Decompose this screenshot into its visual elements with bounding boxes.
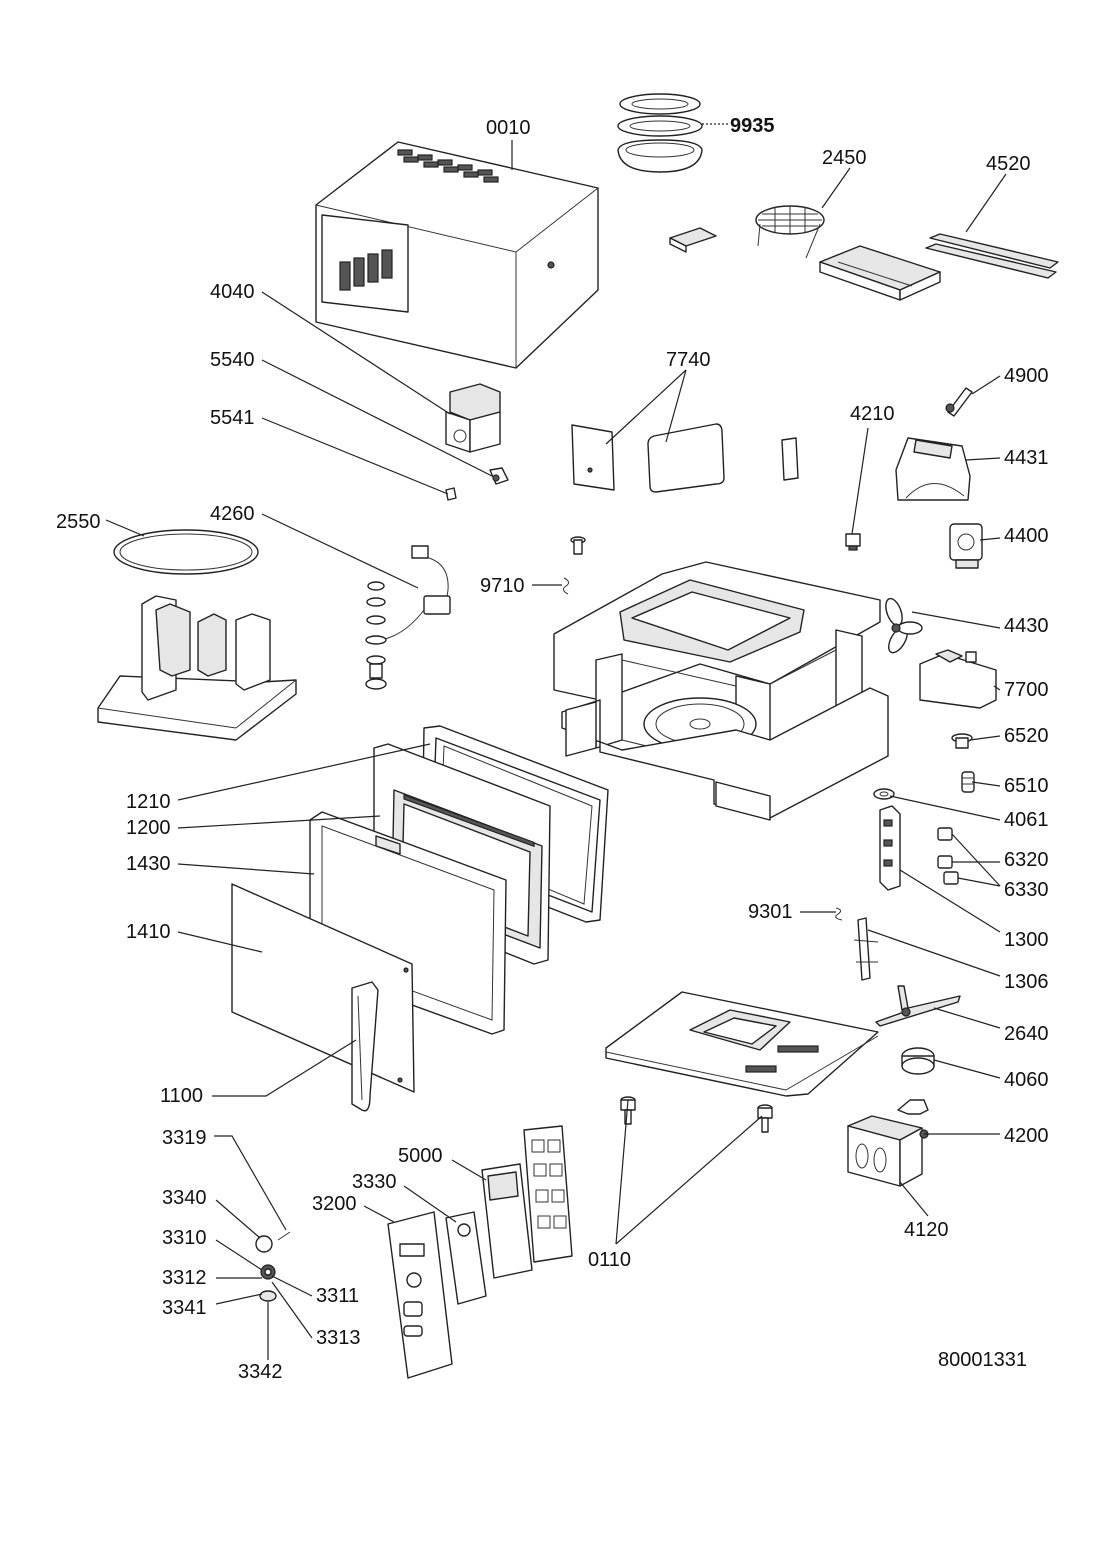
callout-6320: 6320 <box>1004 849 1049 871</box>
part-4430-cavity-chassis <box>553 561 923 821</box>
part-4060-motor <box>901 1047 935 1075</box>
callout-1306: 1306 <box>1004 971 1049 993</box>
part-7700-component <box>919 649 997 709</box>
callout-6330: 6330 <box>1004 879 1049 901</box>
part-4260-wiring <box>365 545 451 690</box>
callout-3341: 3341 <box>162 1297 207 1319</box>
part-4431-fan-duct <box>895 437 971 501</box>
part-3310-gear <box>260 1264 276 1280</box>
callout-5540: 5540 <box>210 349 255 371</box>
part-9935-trays <box>617 93 703 173</box>
callout-3310: 3310 <box>162 1227 207 1249</box>
part-2550-roller-ring <box>113 529 259 575</box>
callout-3311: 3311 <box>316 1285 359 1307</box>
callout-0010: 0010 <box>486 117 531 139</box>
callout-5000: 5000 <box>398 1145 443 1167</box>
callout-3312: 3312 <box>162 1267 207 1289</box>
part-3340-knob <box>255 1235 273 1253</box>
callout-6510: 6510 <box>1004 775 1049 797</box>
part-2450-grill-rack <box>755 205 825 259</box>
part-4210-switch <box>845 533 861 551</box>
callout-1100: 1100 <box>160 1085 203 1107</box>
callout-2640: 2640 <box>1004 1023 1049 1045</box>
callout-9710: 9710 <box>480 575 525 597</box>
part-small-plate <box>781 437 799 481</box>
callout-4120: 4120 <box>904 1219 949 1241</box>
part-9301-spring <box>835 907 843 921</box>
part-small-bracket <box>669 227 717 253</box>
callout-4061: 4061 <box>1004 809 1049 831</box>
part-base-bracket <box>97 595 297 741</box>
callout-1200: 1200 <box>126 817 171 839</box>
callout-7700: 7700 <box>1004 679 1049 701</box>
part-5541-fuse <box>445 487 457 501</box>
callout-4040: 4040 <box>210 281 255 303</box>
callout-1410: 1410 <box>126 921 171 943</box>
callout-4210: 4210 <box>850 403 895 425</box>
callout-6520: 6520 <box>1004 725 1049 747</box>
part-9710-spring <box>562 577 570 595</box>
part-3341-cap <box>259 1290 277 1302</box>
part-4061-washer <box>873 788 895 800</box>
part-6320-switch <box>937 827 953 841</box>
part-screw <box>570 536 586 555</box>
callout-3200: 3200 <box>312 1193 357 1215</box>
callout-3340: 3340 <box>162 1187 207 1209</box>
part-0110-foot-right <box>757 1104 773 1133</box>
callout-4400: 4400 <box>1004 525 1049 547</box>
part-4040-magnetron <box>445 383 501 453</box>
part-control-frame <box>523 1125 573 1263</box>
callout-3342: 3342 <box>238 1361 283 1383</box>
part-3330-pcb <box>445 1211 487 1305</box>
callout-4060: 4060 <box>1004 1069 1049 1091</box>
callout-2550: 2550 <box>56 511 101 533</box>
callout-3313: 3313 <box>316 1327 361 1349</box>
drawing-number: 80001331 <box>938 1349 1027 1371</box>
part-1100-door-handle <box>351 981 379 1112</box>
part-7740-cover-1 <box>571 424 615 491</box>
part-3319-shaft <box>277 1231 291 1241</box>
callout-0110: 0110 <box>588 1249 631 1271</box>
part-3200-control-panel <box>387 1211 453 1379</box>
part-heater-cover <box>819 245 941 301</box>
callout-2450: 2450 <box>822 147 867 169</box>
part-4120-transformer <box>847 1115 929 1187</box>
callout-4200: 4200 <box>1004 1125 1049 1147</box>
callout-4431: 4431 <box>1004 447 1049 469</box>
callout-5541: 5541 <box>210 407 255 429</box>
part-5000-control-board <box>481 1163 533 1279</box>
callout-4430: 4430 <box>1004 615 1049 637</box>
callout-3319: 3319 <box>162 1127 207 1149</box>
part-6330-switch-a <box>937 855 953 869</box>
part-0010-outer-cabinet <box>315 141 599 369</box>
callout-1210: 1210 <box>126 791 171 813</box>
callout-3330: 3330 <box>352 1171 397 1193</box>
part-6520 <box>951 733 973 749</box>
callout-4260: 4260 <box>210 503 255 525</box>
part-5540-holder <box>489 467 509 485</box>
part-4520-heating-elements <box>925 233 1059 279</box>
part-4900-lamp <box>945 387 973 417</box>
part-4400-fan-motor <box>949 523 983 569</box>
callout-7740: 7740 <box>666 349 711 371</box>
part-base-plate <box>605 991 879 1097</box>
part-7740-cover-2 <box>647 423 725 493</box>
callout-4900: 4900 <box>1004 365 1049 387</box>
part-1306-lever <box>853 917 879 981</box>
part-2640-roller-support <box>875 985 961 1027</box>
part-6330-switch-b <box>943 871 959 885</box>
callout-1300: 1300 <box>1004 929 1049 951</box>
callout-labels: 0010 9935 2450 4520 4040 5540 7740 4900 … <box>56 115 1049 1383</box>
part-1300-latch-bracket <box>879 805 901 891</box>
callout-4520: 4520 <box>986 153 1031 175</box>
callout-9935: 9935 <box>730 115 775 137</box>
callout-9301: 9301 <box>748 901 793 923</box>
leader-lines <box>105 123 1007 1360</box>
callout-1430: 1430 <box>126 853 171 875</box>
part-4200-clip <box>897 1099 929 1115</box>
